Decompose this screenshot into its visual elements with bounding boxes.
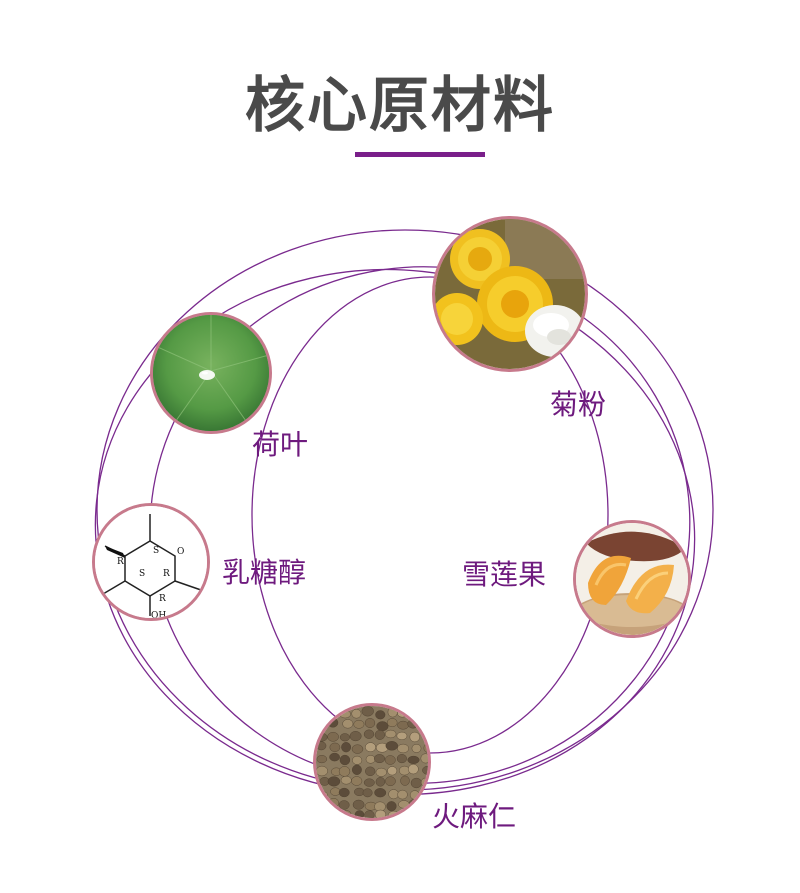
- svg-text:R: R: [163, 569, 170, 579]
- yacon-image: [576, 523, 688, 635]
- svg-text:S: S: [139, 569, 145, 579]
- lotus-leaf-image: [153, 315, 269, 431]
- svg-text:OH: OH: [151, 611, 166, 618]
- hemp-seed-label: 火麻仁: [432, 800, 517, 833]
- chrysanthemum-powder-label: 菊粉: [550, 388, 607, 421]
- svg-text:S: S: [153, 546, 159, 556]
- yacon-node: [573, 520, 691, 638]
- orbit-ring: [96, 229, 714, 791]
- yacon-label: 雪莲果: [462, 558, 547, 591]
- flower-icon: [450, 229, 510, 289]
- lactitol-node: S O R S R R OH: [92, 503, 210, 621]
- page-title: 核心原材料: [245, 71, 555, 141]
- lactitol-structure-image: S O R S R R OH: [95, 506, 207, 618]
- chrysanthemum-image: [435, 219, 585, 369]
- title-underline: [355, 152, 485, 157]
- svg-text:R: R: [159, 594, 166, 604]
- lotus-leaf-label: 荷叶: [252, 428, 309, 461]
- hemp-seed-node: [313, 703, 431, 821]
- lactitol-label: 乳糖醇: [222, 556, 307, 589]
- svg-text:O: O: [177, 547, 184, 557]
- chrysanthemum-powder-node: [432, 216, 588, 372]
- svg-text:R: R: [117, 557, 124, 567]
- hemp-seeds-image: [316, 706, 428, 818]
- lotus-leaf-node: [150, 312, 272, 434]
